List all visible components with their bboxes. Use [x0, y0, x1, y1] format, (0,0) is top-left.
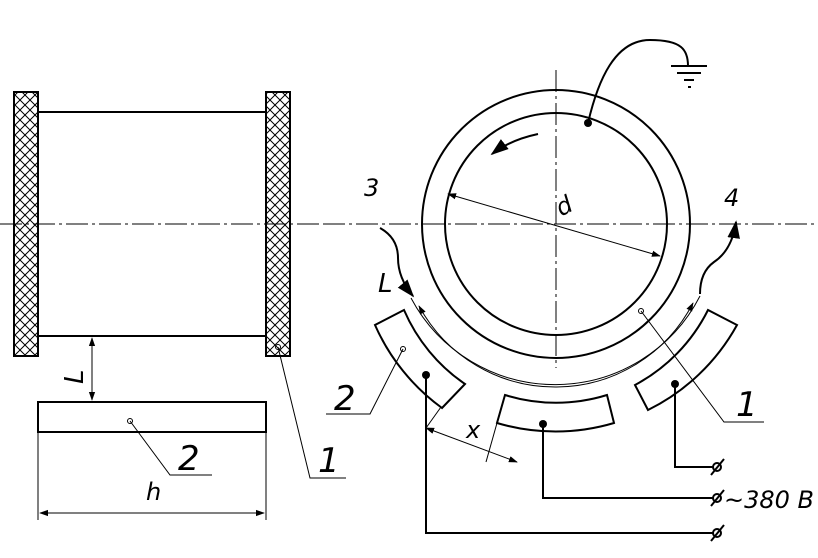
right-part-1-leader — [640, 310, 764, 423]
part-2-leader — [129, 420, 212, 476]
right-part-2-label: 2 — [334, 379, 356, 419]
segment-gap-ext-left — [425, 406, 442, 429]
segment-gap-label: x — [465, 416, 481, 444]
electrode-segment-right — [633, 308, 739, 412]
diameter-label: d — [551, 190, 578, 222]
left-part-1-label: 1 — [318, 441, 340, 481]
wire-right-segment — [674, 384, 713, 468]
right-flange — [265, 91, 291, 357]
electrode-segment-middle — [495, 393, 616, 433]
right-view: d 3 L 4 2 1 — [323, 38, 818, 542]
part-1-leader — [277, 346, 346, 479]
inflow-label: 3 — [364, 174, 379, 202]
drum-inner-ring — [444, 112, 668, 336]
terminal-top — [710, 458, 725, 476]
width-label: h — [146, 478, 161, 506]
wire-middle-segment — [542, 424, 713, 499]
segment-gap-dimension — [425, 427, 518, 463]
outflow-label: 4 — [724, 184, 739, 212]
drum-outer-ring — [421, 89, 691, 359]
terminal-bottom — [710, 524, 725, 542]
left-gap-label: L — [60, 370, 90, 385]
ground-wire — [587, 38, 689, 124]
right-part-1-dot — [638, 308, 644, 314]
outflow-arrow — [699, 220, 740, 295]
right-part-1-label: 1 — [736, 385, 758, 425]
electrode-segment-left — [373, 308, 467, 410]
rotation-arrow — [490, 133, 539, 156]
left-flange — [13, 91, 39, 357]
ground-icon — [671, 65, 707, 88]
terminal-middle — [710, 489, 725, 507]
left-view: L 2 h 1 — [0, 91, 346, 520]
inflow-arrow — [379, 227, 415, 298]
supply-voltage-label: ~380 B — [724, 486, 814, 514]
left-part-2-label: 2 — [178, 439, 200, 479]
part-1-dot — [275, 344, 281, 350]
segment-gap-ext-right — [485, 422, 498, 463]
right-part-2-leader — [326, 348, 404, 415]
diameter-line — [447, 193, 661, 257]
part-2-dot — [127, 418, 133, 424]
wire-left-segment — [425, 375, 713, 534]
plate-part-2 — [37, 401, 267, 433]
right-part-2-dot — [400, 346, 406, 352]
right-gap-label: L — [378, 269, 393, 299]
